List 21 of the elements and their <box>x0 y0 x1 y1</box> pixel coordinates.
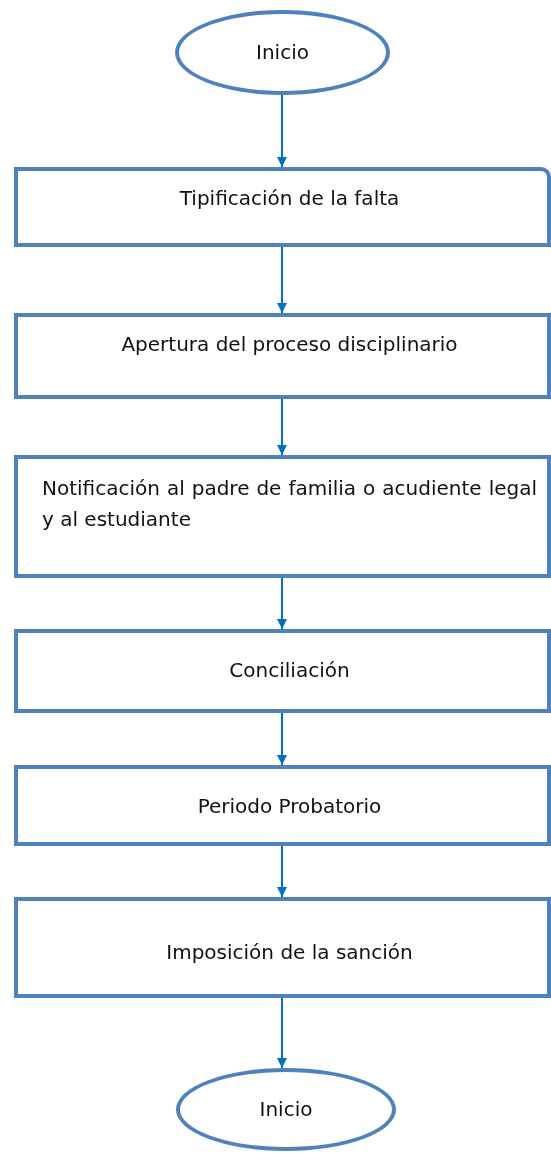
process-box <box>14 313 551 399</box>
arrow <box>277 94 287 168</box>
node-label: Notificación al padre de familia o acudiente legal y al estudiante <box>42 475 537 533</box>
process-box <box>14 897 551 998</box>
process-box <box>14 765 551 846</box>
arrow <box>277 712 287 766</box>
arrow <box>277 577 287 630</box>
arrow <box>277 845 287 898</box>
node-label: Imposición de la sanción <box>165 939 414 966</box>
node-label: Inicio <box>256 39 309 66</box>
arrow <box>277 398 287 456</box>
node-label: Conciliación <box>228 657 351 684</box>
process-box <box>14 629 551 713</box>
process-box <box>14 167 551 247</box>
arrow <box>277 246 287 314</box>
node-label: Tipificación de la falta <box>178 185 401 212</box>
node-label: Apertura del proceso disciplinario <box>120 331 459 358</box>
node-label: Periodo Probatorio <box>196 793 383 820</box>
arrow <box>277 997 287 1069</box>
process-box <box>14 455 551 578</box>
node-label: Inicio <box>259 1096 313 1123</box>
